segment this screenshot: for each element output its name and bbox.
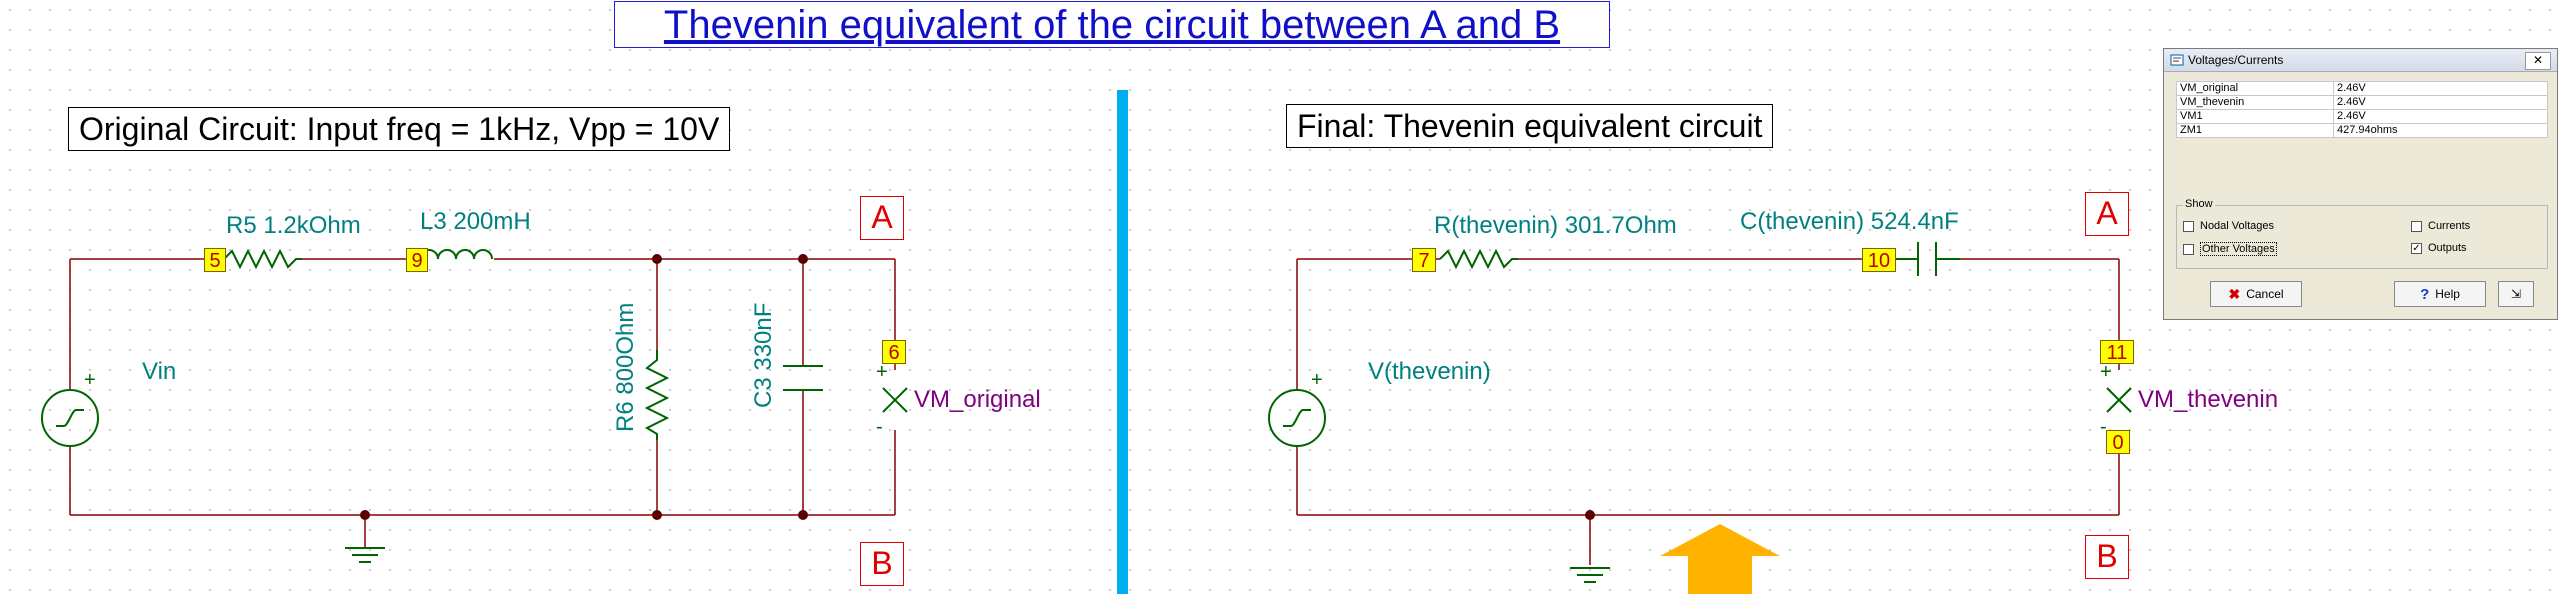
dialog-titlebar[interactable]: Voltages/Currents ✕	[2164, 49, 2557, 72]
right-wires	[1296, 258, 2120, 565]
right-caption: Final: Thevenin equivalent circuit	[1286, 104, 1774, 148]
node-9: 9	[406, 248, 428, 272]
node-6: 6	[882, 340, 906, 364]
vm-original-label: VM_original	[914, 386, 1041, 413]
v-thevenin-label: V(thevenin)	[1368, 358, 1491, 385]
svg-text:+: +	[1311, 369, 1323, 391]
vin-source-symbol[interactable]	[41, 389, 99, 447]
left-terminal-a: A	[860, 196, 904, 240]
panel-divider	[1117, 90, 1128, 594]
svg-text:-: -	[876, 416, 883, 438]
page-title: Thevenin equivalent of the circuit betwe…	[614, 1, 1610, 48]
r-thevenin-label: R(thevenin) 301.7Ohm	[1434, 212, 1677, 239]
l3-inductor-symbol[interactable]	[419, 249, 493, 260]
r-thevenin-resistor-symbol[interactable]	[1439, 248, 1518, 270]
node-10: 10	[1862, 248, 1896, 272]
currents-checkbox[interactable]: Currents	[2411, 220, 2470, 232]
up-arrow-icon	[1660, 524, 1780, 594]
help-button[interactable]: ? Help	[2394, 281, 2486, 307]
svg-text:+: +	[876, 361, 888, 383]
nodal-voltages-checkbox[interactable]: Nodal Voltages	[2183, 220, 2274, 232]
checkbox-box[interactable]	[2183, 243, 2194, 255]
cancel-button[interactable]: ✖ Cancel	[2210, 281, 2302, 307]
show-legend: Show	[2183, 198, 2215, 210]
svg-text:+: +	[84, 369, 96, 391]
r5-label: R5 1.2kOhm	[226, 212, 361, 239]
dialog-title: Voltages/Currents	[2188, 53, 2284, 67]
left-wires	[69, 258, 896, 548]
svg-text:+: +	[2100, 361, 2112, 383]
left-junctions	[360, 254, 808, 520]
pin-button[interactable]: ⇲	[2498, 281, 2534, 307]
c-thevenin-label: C(thevenin) 524.4nF	[1740, 208, 1959, 235]
c3-label: C3 330nF	[750, 302, 777, 408]
l3-label: L3 200mH	[420, 208, 531, 235]
r6-label: R6 800Ohm	[612, 302, 639, 432]
svg-text:-: -	[2100, 416, 2107, 438]
checkbox-box[interactable]	[2183, 220, 2194, 232]
checkbox-box-checked[interactable]: ✓	[2411, 242, 2422, 254]
right-terminal-a: A	[2085, 192, 2129, 236]
node-5: 5	[204, 248, 226, 272]
node-7: 7	[1412, 248, 1436, 272]
node-11: 11	[2100, 340, 2134, 364]
app-icon	[2170, 54, 2184, 66]
checkbox-box[interactable]	[2411, 220, 2422, 232]
vin-label: Vin	[142, 358, 177, 385]
r6-resistor-symbol[interactable]	[644, 350, 670, 440]
vm-thevenin-label: VM_thevenin	[2138, 386, 2279, 413]
left-terminal-b: B	[860, 542, 904, 586]
r5-resistor-symbol[interactable]	[223, 248, 302, 270]
cancel-x-icon: ✖	[2228, 285, 2241, 302]
outputs-checkbox[interactable]: ✓ Outputs	[2411, 242, 2467, 254]
v-thevenin-source-symbol[interactable]	[1268, 389, 1326, 447]
close-icon[interactable]: ✕	[2525, 52, 2551, 70]
node-0: 0	[2106, 430, 2130, 454]
pin-icon: ⇲	[2510, 287, 2522, 301]
help-icon: ?	[2420, 285, 2430, 303]
right-terminal-b: B	[2085, 535, 2129, 579]
other-voltages-checkbox[interactable]: Other Voltages	[2183, 242, 2277, 256]
show-group: Show Nodal Voltages Other Voltages Curre…	[2176, 198, 2548, 269]
left-caption: Original Circuit: Input freq = 1kHz, Vpp…	[68, 107, 731, 151]
